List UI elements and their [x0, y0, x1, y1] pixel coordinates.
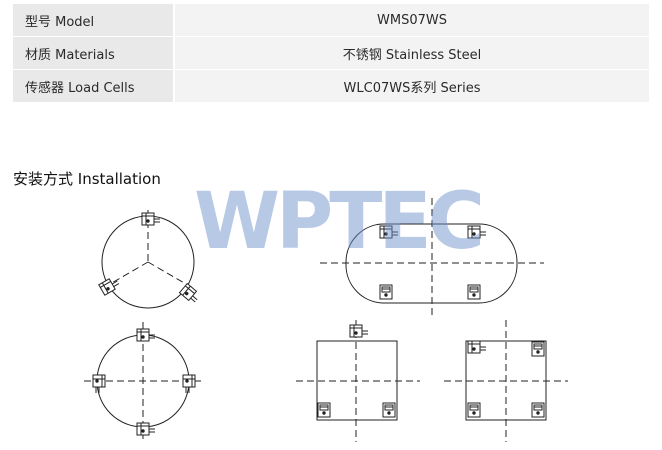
spec-table: 型号 Model WMS07WS 材质 Materials 不锈钢 Stainl… [13, 4, 649, 103]
spec-label: 型号 Model [13, 4, 173, 37]
spec-label: 传感器 Load Cells [13, 69, 173, 103]
spec-value: WLC07WS系列 Series [175, 69, 649, 103]
section-title: 安装方式 Installation [13, 170, 161, 188]
brand-watermark: WPTEC [194, 177, 485, 267]
spec-row-model: 型号 Model WMS07WS [13, 4, 649, 37]
layout-rounded-rectangle [320, 198, 544, 318]
spec-label: 材质 Materials [13, 36, 173, 70]
spec-row-load-cells: 传感器 Load Cells WLC07WS系列 Series [13, 69, 649, 103]
spec-value: WMS07WS [175, 4, 649, 37]
layout-circle-three-cells [98, 210, 202, 309]
layout-square-a [296, 320, 420, 442]
layout-circle-four-cells [84, 322, 204, 440]
layout-square-b [444, 320, 568, 442]
